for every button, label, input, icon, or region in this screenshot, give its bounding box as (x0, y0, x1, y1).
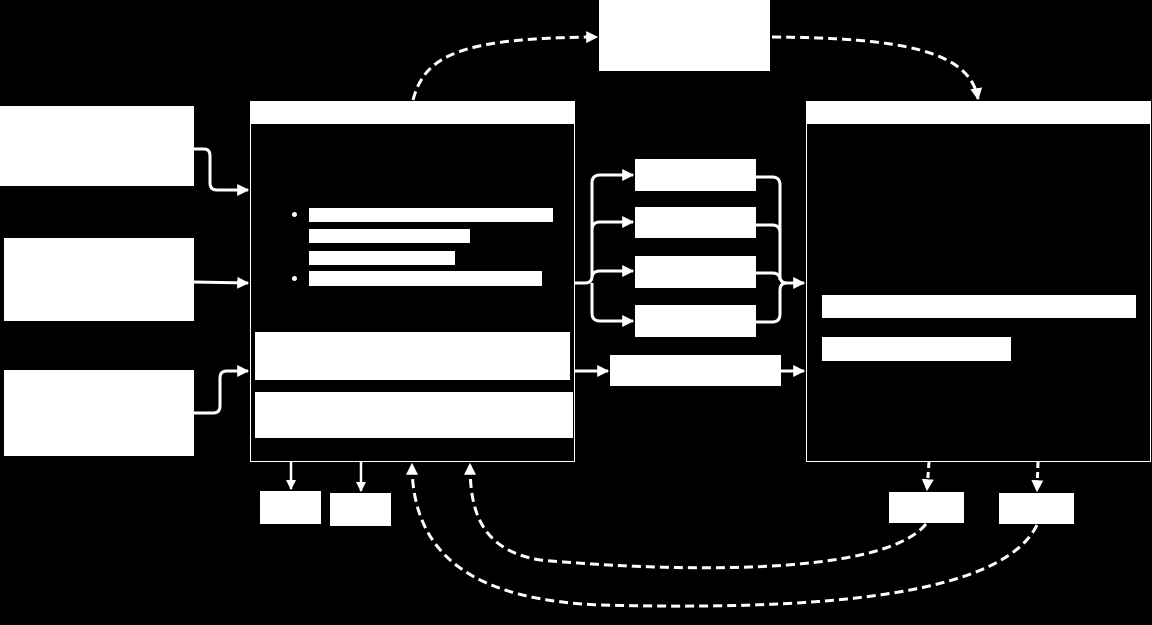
arrow-branch-3 (590, 265, 635, 279)
central-bullet-2 (292, 276, 297, 281)
arrow-input-middle (193, 276, 250, 289)
dashed-arrow-right-out-1 (921, 461, 934, 492)
central-text-line-4 (309, 271, 542, 286)
central-text-line-1 (309, 208, 553, 222)
central-panel-header (251, 102, 574, 124)
branch-box-3 (635, 256, 756, 288)
central-bullet-1 (292, 212, 297, 217)
right-panel-field-1 (822, 295, 1136, 318)
dashed-arrow-top-to-right (771, 35, 983, 101)
dashed-arrow-right-out-2 (1031, 461, 1044, 493)
input-block-top (0, 106, 194, 186)
branch-box-4 (635, 305, 756, 337)
right-output-box-2 (999, 493, 1074, 524)
branch-box-1 (635, 159, 756, 191)
dashed-arrow-feedback-outer (406, 462, 1039, 608)
top-feedback-box (599, 0, 770, 71)
arrow-merge-4 (756, 281, 788, 324)
arrow-input-top (194, 147, 250, 196)
central-output-box-2 (330, 493, 391, 526)
arrow-branch-2 (590, 216, 635, 231)
arrow-input-bottom (194, 365, 250, 415)
branch-box-2 (635, 207, 756, 238)
arrow-branch-4 (590, 283, 635, 327)
arrow-branch-1 (575, 169, 635, 285)
central-lower-box-2 (255, 392, 573, 438)
central-text-line-3 (309, 251, 455, 265)
input-block-middle (4, 238, 194, 321)
dashed-arrow-feedback-inner (464, 462, 928, 570)
right-panel (806, 101, 1151, 462)
right-output-box-1 (889, 492, 964, 523)
dashed-arrow-central-to-top (411, 31, 599, 101)
arrow-merge-2 (756, 223, 782, 234)
arrow-merge-3 (756, 271, 782, 281)
right-panel-field-2 (822, 337, 1011, 361)
central-output-box-1 (260, 491, 321, 524)
central-lower-box-1 (255, 332, 570, 380)
input-block-bottom (4, 370, 194, 456)
central-text-line-2 (309, 229, 470, 243)
direct-output-box (610, 355, 781, 386)
right-panel-header (807, 102, 1150, 124)
